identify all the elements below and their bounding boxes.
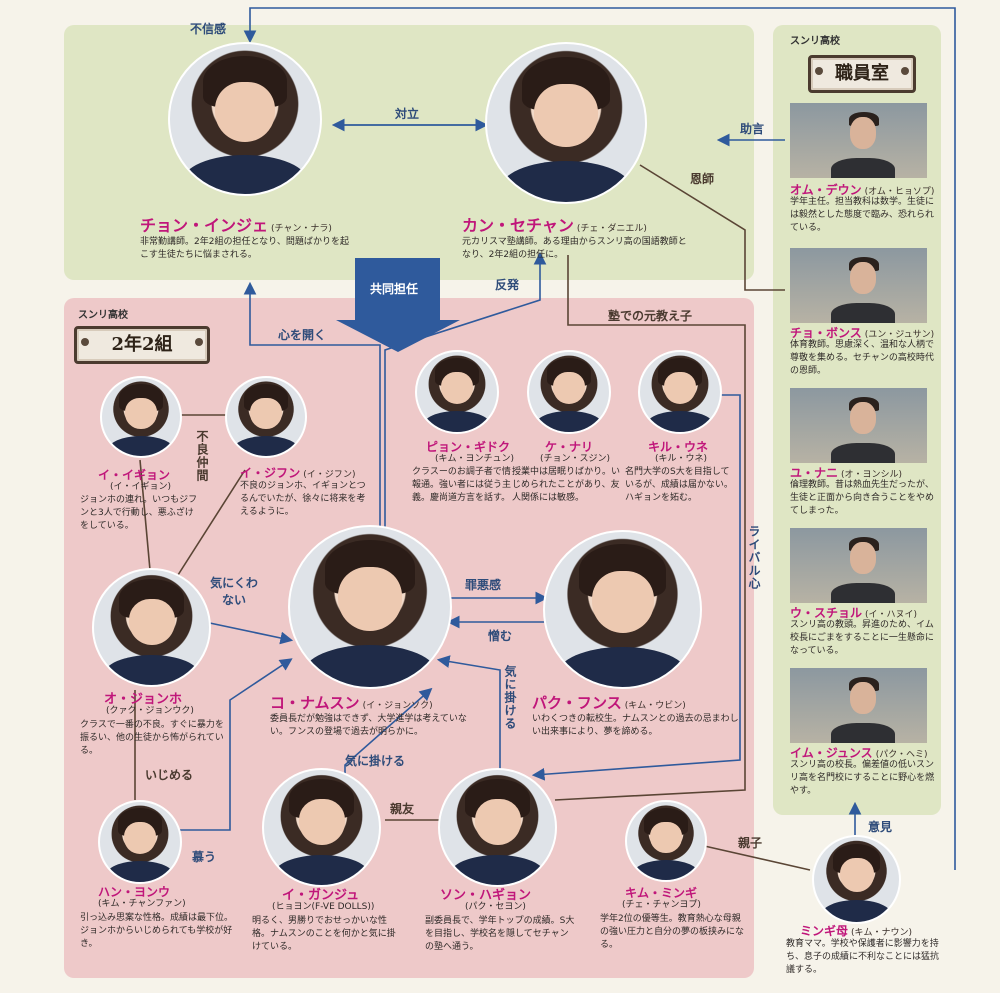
staff-photo-cho [790,248,927,323]
staff-room-plaque: 職員室 [808,55,916,93]
desc-igangju: 明るく、男勝りでおせっかいな性格。ナムスンのことを何かと気に掛けている。 [252,916,396,952]
portrait-byongidoku [415,350,499,434]
actor-igangju: (ヒョヨン(F-VE DOLLS)) [272,902,375,912]
portrait-kenari [527,350,611,434]
staff-photo-u [790,528,927,603]
rel-care-hagyon: 気に掛ける [503,665,517,730]
portrait-konamsun [288,525,452,689]
name-igigyon: イ・イギョン [98,468,171,482]
staff-desc-om: 学年主任。担当教科は数学。生徒には毅然とした態度で臨み、恐れられている。 [790,197,935,233]
rel-bad-friends: 不良仲間 [195,430,209,482]
staff-photo-om [790,103,927,178]
rel-care-gangju: 気に掛ける [345,754,406,768]
portrait-kimmingi [625,800,707,882]
staff-name-yu: ユ・ナニ(オ・ヨンシル) [790,466,903,480]
rel-open-heart: 心を開く [278,328,327,342]
actor-byongidoku: (キム・ヨンチュン) [435,454,515,464]
portrait-sonhagyon [438,768,557,887]
desc-konamsun: 委員長だが勉強はできず、大学進学は考えていない。フンスの登場で過去が明らかに。 [270,714,467,737]
actor-kiruune: (キル・ウネ) [655,454,708,464]
portrait-inje [168,42,322,196]
desc-byongidoku: クラスーのお調子者で情報通。強い者には従う主義。慶尚道方言を話す。 [412,467,512,503]
name-kimmingi: キム・ミンギ [625,886,698,900]
desc-igigyon: ジョンホの連れ。いつもジフンと3人で行動し、悪ふざけをしている。 [80,495,198,531]
desc-ijihun: 不良のジョンホ、イギョンとつるんでいたが、徐々に将来を考えるように。 [240,481,366,517]
class-plaque: 2年2組 [74,326,210,364]
name-ijihun: イ・ジフン(イ・ジフン) [240,466,356,480]
name-mingi-mother: ミンギ母(キム・ナウン) [800,924,913,938]
teacher-desc-sechan: 元カリスマ塾講師。ある理由からスンリ高の国語教師となり、2年2組の担任に。 [462,237,687,260]
desc-mingi-mother: 教育ママ。学校や保護者に影響力を持ち、息子の成績に不利なことには猛抗議する。 [786,939,940,975]
staff-desc-u: スンリ高の教頭。昇進のため、イム校長にごまをすることに一生懸命になっている。 [790,620,934,656]
actor-igigyon: (イ・イギョン) [110,482,172,492]
portrait-pakufunsu [543,530,702,689]
rel-rival: ライバル心 [747,525,761,590]
staff-school-label: スンリ高校 [790,36,840,47]
teacher-name-sechan: カン・セチャン(チェ・ダニエル) [462,216,647,235]
staff-name-om: オム・デウン(オム・ヒョソプ) [790,183,935,197]
rel-opinion: 意見 [868,820,893,834]
rel-co-homeroom: 共同担任 [370,282,419,296]
staff-name-u: ウ・スチョル(イ・ハヌイ) [790,606,918,620]
class-school-label: スンリ高校 [78,310,128,321]
portrait-hanyonu [98,800,182,884]
actor-hanyonu: (キム・チャンファン) [98,899,186,909]
rel-admire: 慕う [192,850,217,864]
desc-kenari: 授業中は居眠りばかり。いじめられたことがあり、友人関係には敏感。 [512,467,621,503]
portrait-igangju [262,768,381,887]
teacher-desc-inje: 非常勤講師。2年2組の担任となり、問題ばかりを起こす生徒たちに悩まされる。 [140,237,350,260]
desc-hanyonu: 引っ込み思案な性格。成績は最下位。ジョンホからいじめられても学校が好き。 [80,913,234,949]
rel-conflict: 対立 [395,107,420,121]
teacher-name-inje: チョン・インジェ(チャン・ナラ) [140,216,332,235]
name-byongidoku: ピョン・ギドク [426,440,511,454]
staff-photo-im [790,668,927,743]
staff-desc-im: スンリ高の校長。偏差値の低いスンリ高を名門校にすることに野心を燃やす。 [790,760,935,796]
desc-pakufunsu: いわくつきの転校生。ナムスンとの過去の忌まわしい出来事により、夢を諦める。 [532,714,739,737]
actor-ojonho: (クァク・ジョンウク) [106,706,194,716]
name-pakufunsu: パク・フンス(キム・ウビン) [532,694,686,712]
name-konamsun: コ・ナムスン(イ・ジョンソク) [270,694,433,712]
rel-annoyed: 気にくわない [210,576,258,607]
rel-advice: 助言 [740,122,765,136]
rel-best-friend: 親友 [390,802,415,816]
name-kiruune: キル・ウネ [648,440,709,454]
portrait-kiruune [638,350,722,434]
name-hanyonu: ハン・ヨンウ [98,885,171,899]
staff-name-im: イム・ジュンス(パク・ヘミ) [790,746,928,760]
name-igangju: イ・ガンジュ [282,888,360,903]
staff-photo-yu [790,388,927,463]
portrait-sechan [485,42,647,204]
rel-rebel: 反発 [495,278,520,292]
rel-hate: 憎む [488,629,513,643]
staff-desc-yu: 倫理教師。昔は熱血先生だったが、生徒と正面から向き合うことをやめてしまった。 [790,480,935,516]
actor-sonhagyon: (パク・セヨン) [465,902,526,912]
name-ojonho: オ・ジョンホ [104,692,183,707]
rel-bully: いじめる [145,768,194,782]
portrait-igigyon [100,376,182,458]
actor-kenari: (チョン・スジン) [540,454,611,464]
desc-kiruune: 名門大学のS大を目指しているが、成績は届かない。ハギョンを妬む。 [625,467,733,503]
rel-distrust: 不信感 [190,22,227,36]
desc-kimmingi: 学年2位の優等生。教育熱心な母親の強い圧力と自分の夢の板挟みになる。 [600,914,745,950]
rel-former-student: 塾での元教え子 [608,309,693,323]
rel-parent-child: 親子 [738,836,763,850]
portrait-mingi-mother [812,835,901,924]
name-sonhagyon: ソン・ハギョン [440,888,532,903]
name-kenari: ケ・ナリ [545,440,594,454]
rel-guilt: 罪悪感 [465,578,502,592]
desc-sonhagyon: 副委員長で、学年トップの成績。S大を目指し、学校名を隠してセチャンの塾へ通う。 [425,916,575,952]
portrait-ojonho [92,568,211,687]
staff-desc-cho: 体育教師。思慮深く、温和な人柄で尊敬を集める。セチャンの高校時代の恩師。 [790,340,935,376]
actor-kimmingi: (チェ・チャンヨプ) [622,900,701,910]
staff-name-cho: チョ・ボンス(ユン・ジュサン) [790,326,935,340]
rel-mentor: 恩師 [690,172,715,186]
desc-ojonho: クラスで一番の不良。すぐに暴力を振るい、他の生徒から怖がられている。 [80,720,224,756]
portrait-ijihun [225,376,307,458]
